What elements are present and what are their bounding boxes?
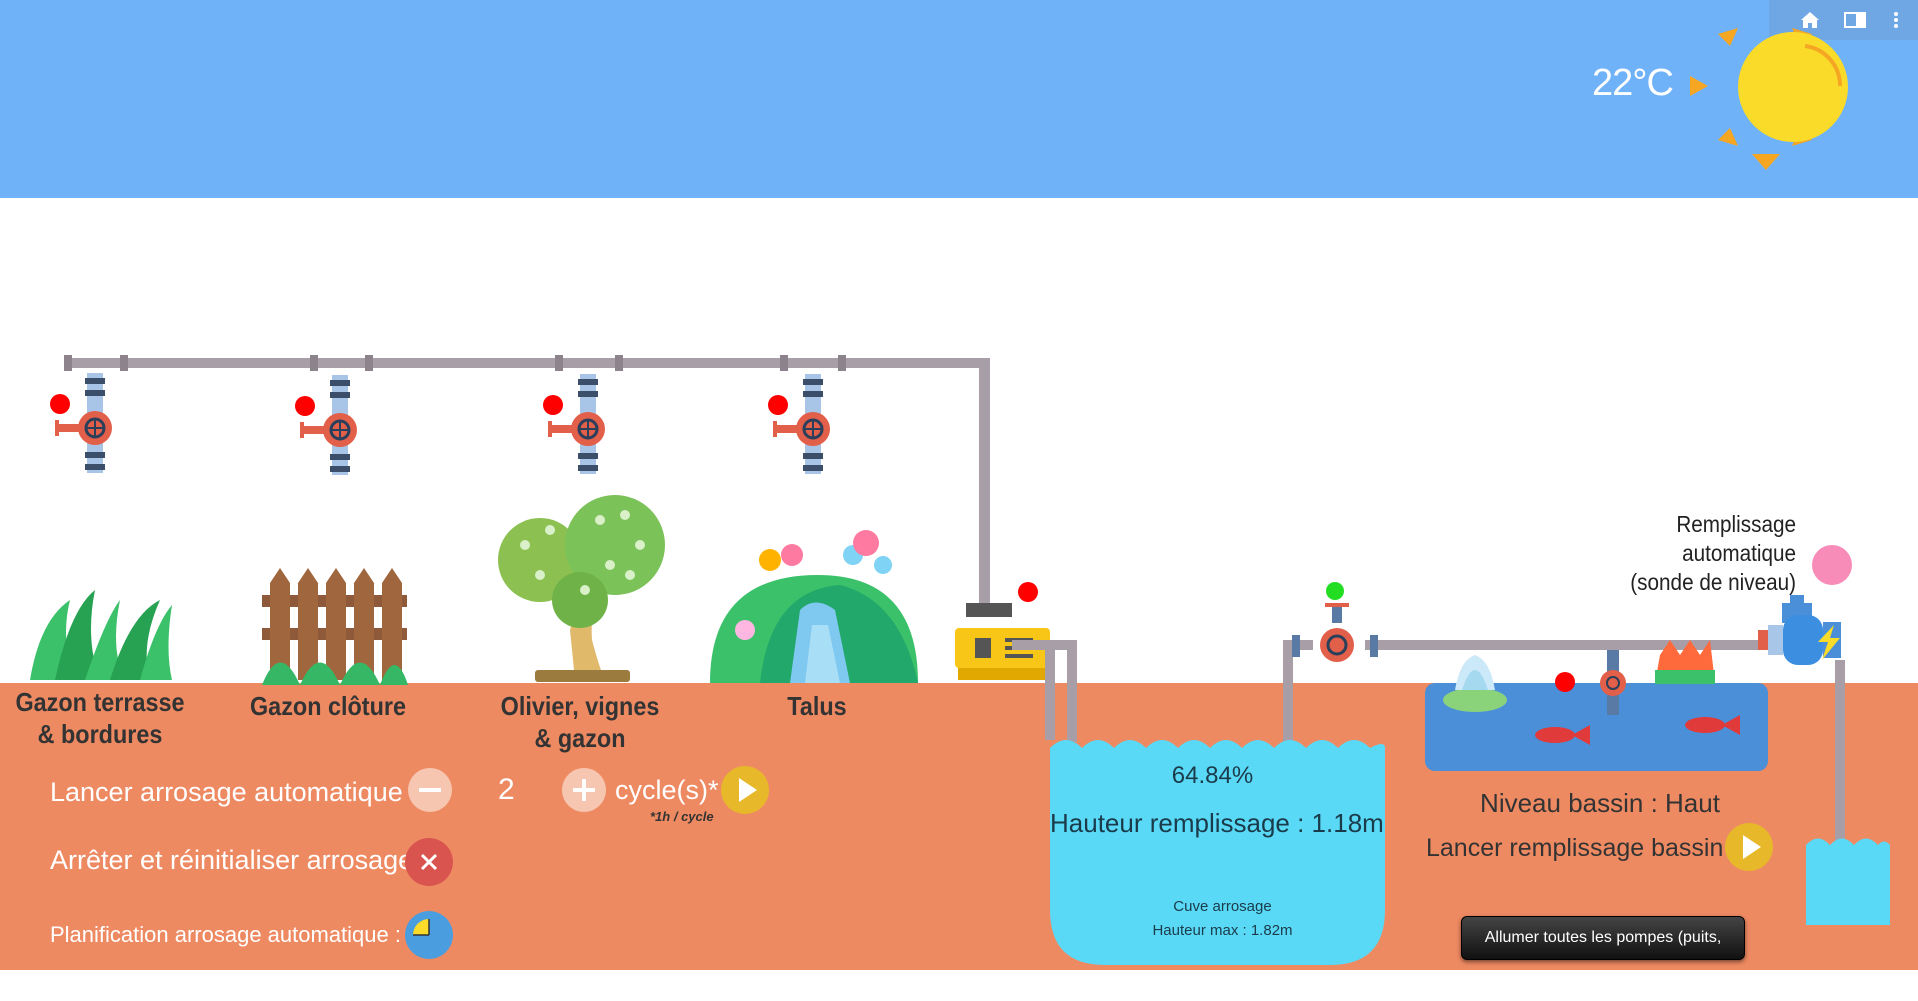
- zone-valve-icon-4: [773, 374, 830, 474]
- more-vertical-icon[interactable]: [1882, 6, 1910, 34]
- start-auto-watering-button[interactable]: [721, 766, 769, 814]
- tank-name: Cuve arrosage: [1173, 898, 1272, 915]
- water-pump-icon: [955, 603, 1055, 740]
- stop-reset-button[interactable]: [405, 838, 453, 886]
- pump-status-indicator: [1018, 582, 1038, 602]
- grass-illustration: [30, 590, 172, 680]
- schedule-button[interactable]: [405, 911, 453, 959]
- irrigation-scene: [30, 28, 1890, 965]
- minus-icon: [419, 788, 441, 792]
- plus-icon: [573, 779, 595, 801]
- home-icon[interactable]: [1796, 6, 1824, 34]
- tank-valve-status-indicator: [1326, 582, 1344, 600]
- zone-label-3: Olivier, vignes & gazon: [500, 691, 660, 753]
- close-icon: [420, 853, 438, 871]
- zone-label-4: Talus: [787, 691, 847, 721]
- tank-outlet-valve-icon: [1292, 603, 1378, 662]
- pond-level: Niveau bassin : Haut: [1480, 788, 1720, 818]
- pond-fill-label: Lancer remplissage bassin :: [1426, 834, 1738, 862]
- panel-icon[interactable]: [1841, 6, 1869, 34]
- well-pump-icon: [1758, 595, 1841, 665]
- irrigation-pipe: [64, 355, 1845, 850]
- auto-fill-label: Remplissage automatique (sonde de niveau…: [1630, 511, 1796, 595]
- zone-status-indicator-4: [768, 395, 788, 415]
- start-all-pumps-button[interactable]: Allumer toutes les pompes (puits, cuves): [1461, 916, 1745, 988]
- tank-percent: 64.84%: [1171, 762, 1254, 789]
- zone-valve-icon-3: [548, 374, 605, 474]
- auto-fill-indicator: [1812, 545, 1852, 585]
- schedule-label: Planification arrosage automatique :: [50, 922, 401, 947]
- clock-pie-icon: [413, 919, 430, 936]
- pond: [1425, 640, 1768, 771]
- fence-illustration: [262, 568, 408, 685]
- pond-valve-status-indicator: [1555, 672, 1575, 692]
- ground-zones: [0, 683, 1050, 970]
- tank-fill-height: Hauteur remplissage : 1.18m: [1050, 808, 1384, 838]
- sun-icon: [1690, 28, 1848, 170]
- olive-tree-illustration: [498, 495, 665, 682]
- zone-label-2: Gazon clôture: [249, 691, 407, 721]
- auto-watering-label: Lancer arrosage automatique :: [50, 777, 418, 807]
- hill-illustration: [710, 530, 918, 683]
- zone-valve-icon-2: [300, 375, 357, 475]
- zone-status-indicator-1: [50, 394, 70, 414]
- zone-status-indicator-2: [295, 396, 315, 416]
- zone-valve-icon-1: [55, 373, 112, 473]
- start-pond-fill-button[interactable]: [1725, 823, 1773, 871]
- increase-cycles-button[interactable]: [562, 768, 606, 812]
- cycles-unit: cycle(s)*: [615, 775, 719, 805]
- sky-banner: [0, 0, 1918, 198]
- tank-max-height: Hauteur max : 1.82m: [1152, 922, 1293, 939]
- cycle-note: *1h / cycle: [650, 809, 714, 824]
- water-tank: [1050, 740, 1385, 965]
- zone-label-1: Gazon terrasse & bordures: [15, 687, 185, 749]
- cycles-count: 2: [498, 773, 515, 806]
- play-icon: [739, 778, 757, 802]
- stop-label: Arrêter et réinitialiser arrosage :: [50, 845, 429, 875]
- zone-status-indicator-3: [543, 395, 563, 415]
- pond-valve-icon: [1600, 650, 1626, 715]
- decrease-cycles-button[interactable]: [408, 768, 452, 812]
- well: [1806, 838, 1890, 925]
- play-icon: [1743, 835, 1761, 859]
- temperature-readout: 22°C: [1592, 62, 1674, 104]
